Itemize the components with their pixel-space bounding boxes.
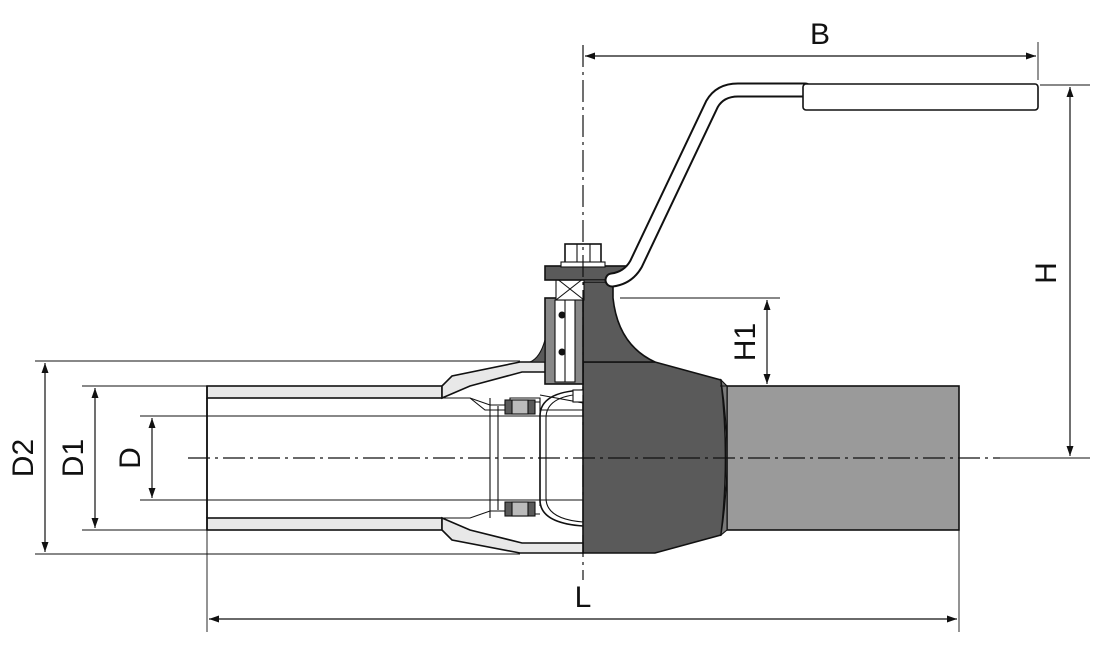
label-b: B <box>810 18 830 51</box>
o-ring-lower <box>558 348 566 356</box>
label-h1: H1 <box>729 323 762 361</box>
dimension-h1: H1 <box>620 297 780 387</box>
left-pipe-wall-top <box>206 385 443 399</box>
label-d: D <box>114 447 147 469</box>
valve-body-exterior <box>582 281 960 554</box>
lever-grip <box>802 83 1039 111</box>
dimension-l: L <box>206 530 960 632</box>
label-l: L <box>575 581 592 614</box>
label-d1: D1 <box>57 439 90 477</box>
left-pipe-wall-bottom <box>206 517 443 531</box>
label-h: H <box>1030 262 1063 284</box>
o-ring-upper <box>558 311 566 319</box>
dimension-d2: D2 <box>7 360 520 555</box>
body-neck <box>582 281 656 363</box>
dimension-h: H <box>1000 84 1090 459</box>
handle-lever <box>544 82 1039 288</box>
dimension-b: B <box>585 18 1039 80</box>
dimension-d1: D1 <box>57 385 207 531</box>
stem-assembly <box>529 277 585 385</box>
dimension-d: D <box>114 415 207 501</box>
label-d2: D2 <box>7 439 40 477</box>
